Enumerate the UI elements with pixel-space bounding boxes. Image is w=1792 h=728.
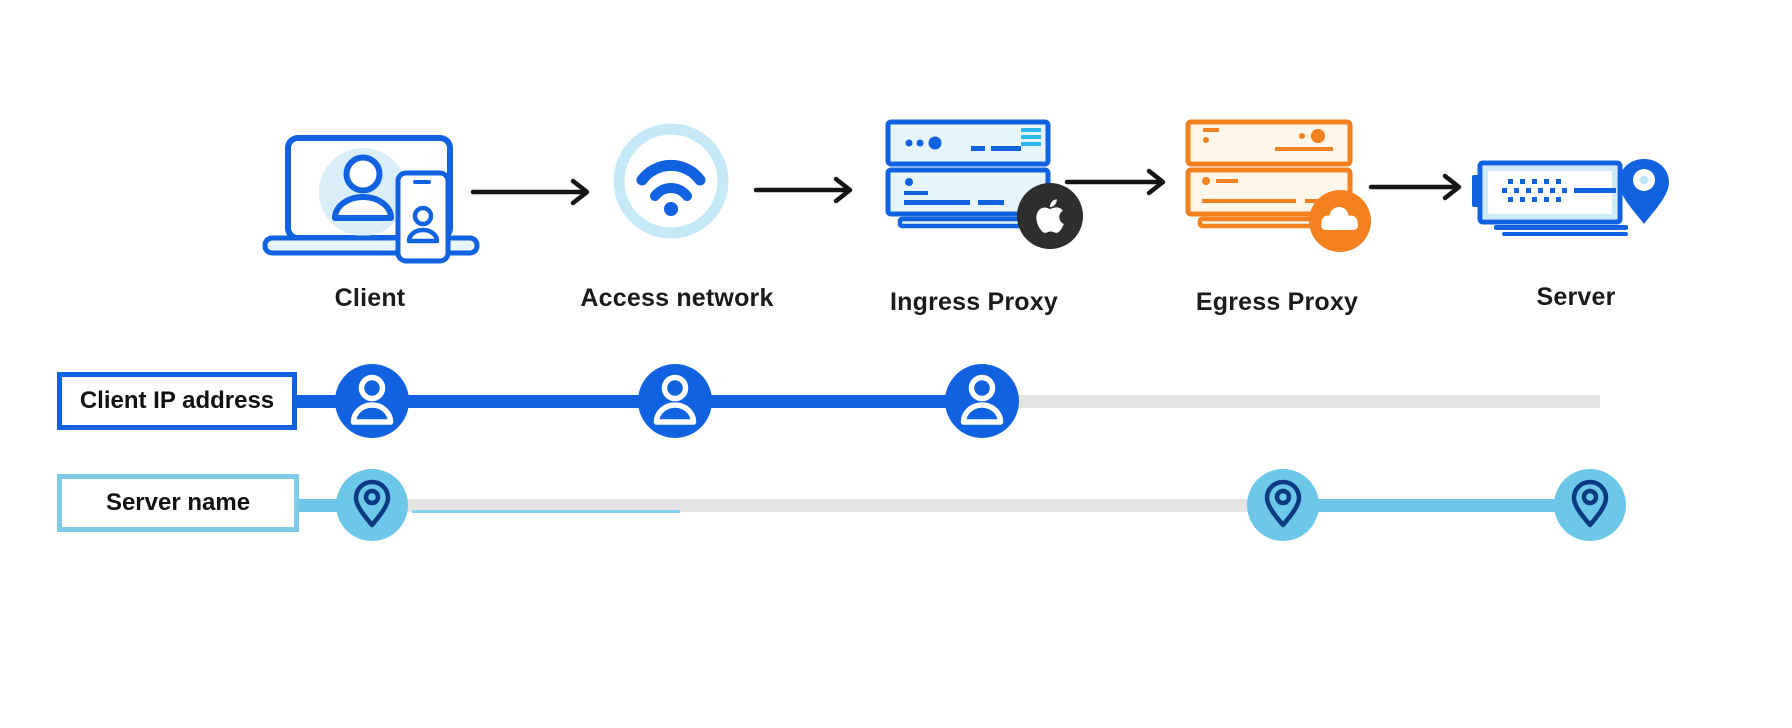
- node-label-client: Client: [334, 284, 406, 312]
- client-ip-marker-access-network: [638, 364, 712, 438]
- server-name-marker-client: [336, 469, 408, 541]
- server-name-thin-cyan-line: [412, 510, 680, 513]
- phone-avatar-shoulders: [406, 227, 440, 244]
- server-name-tag: Server name: [57, 474, 299, 532]
- person-icon: [960, 374, 1004, 425]
- wifi-icon: [613, 123, 729, 239]
- wifi-inner-arc: [650, 183, 692, 201]
- location-pin-badge: [1619, 159, 1669, 224]
- client-ip-marker-client: [335, 364, 409, 438]
- wifi-dot: [664, 202, 678, 216]
- node-label-server: Server: [1536, 283, 1616, 311]
- client-ip-inactive-line: [985, 395, 1600, 408]
- avatar-shoulders: [332, 194, 394, 221]
- server-shadow-line-2: [1502, 232, 1628, 236]
- wifi-ring: [613, 123, 729, 239]
- location-pin-icon: [353, 479, 391, 528]
- node-label-access-network: Access network: [580, 284, 774, 312]
- avatar-head: [343, 154, 383, 194]
- server-name-active-line: [1283, 499, 1590, 512]
- flow-arrow-2: [753, 176, 853, 204]
- flow-arrow-3: [1064, 168, 1166, 196]
- location-pin-icon: [1264, 479, 1302, 528]
- server-unit-top: [885, 119, 1051, 167]
- server-location-pin-icon: [1472, 159, 1669, 236]
- server-unit-top: [1185, 119, 1353, 167]
- phone-speaker: [413, 180, 431, 184]
- server-name-marker-egress-proxy: [1247, 469, 1319, 541]
- server-name-inactive-line: [380, 499, 1255, 512]
- server-shadow-line-1: [1494, 225, 1628, 230]
- egress-proxy-server-stack-icon: [1185, 119, 1371, 252]
- client-ip-address-tag: Client IP address: [57, 372, 297, 430]
- flow-arrow-1: [470, 178, 590, 206]
- node-label-ingress-proxy: Ingress Proxy: [890, 288, 1058, 316]
- server-name-marker-server: [1554, 469, 1626, 541]
- ingress-proxy-server-stack-icon: [885, 119, 1083, 249]
- apple-logo-badge: [1017, 183, 1083, 249]
- server-dot-grid: [1502, 179, 1567, 202]
- flow-arrow-4: [1368, 173, 1462, 201]
- client-ip-active-line: [290, 395, 985, 408]
- cloudflare-logo-badge: [1309, 190, 1371, 252]
- server-name-label: Server name: [105, 489, 251, 516]
- location-pin-icon: [1571, 479, 1609, 528]
- person-icon: [653, 374, 697, 425]
- person-icon: [350, 374, 394, 425]
- client-ip-address-label: Client IP address: [79, 387, 275, 414]
- phone-avatar-head: [412, 205, 434, 227]
- wifi-outer-arc: [636, 159, 706, 186]
- server-status-line: [1574, 188, 1616, 193]
- client-ip-marker-ingress-proxy: [945, 364, 1019, 438]
- client-devices-icon: [262, 135, 480, 264]
- node-label-egress-proxy: Egress Proxy: [1195, 288, 1359, 316]
